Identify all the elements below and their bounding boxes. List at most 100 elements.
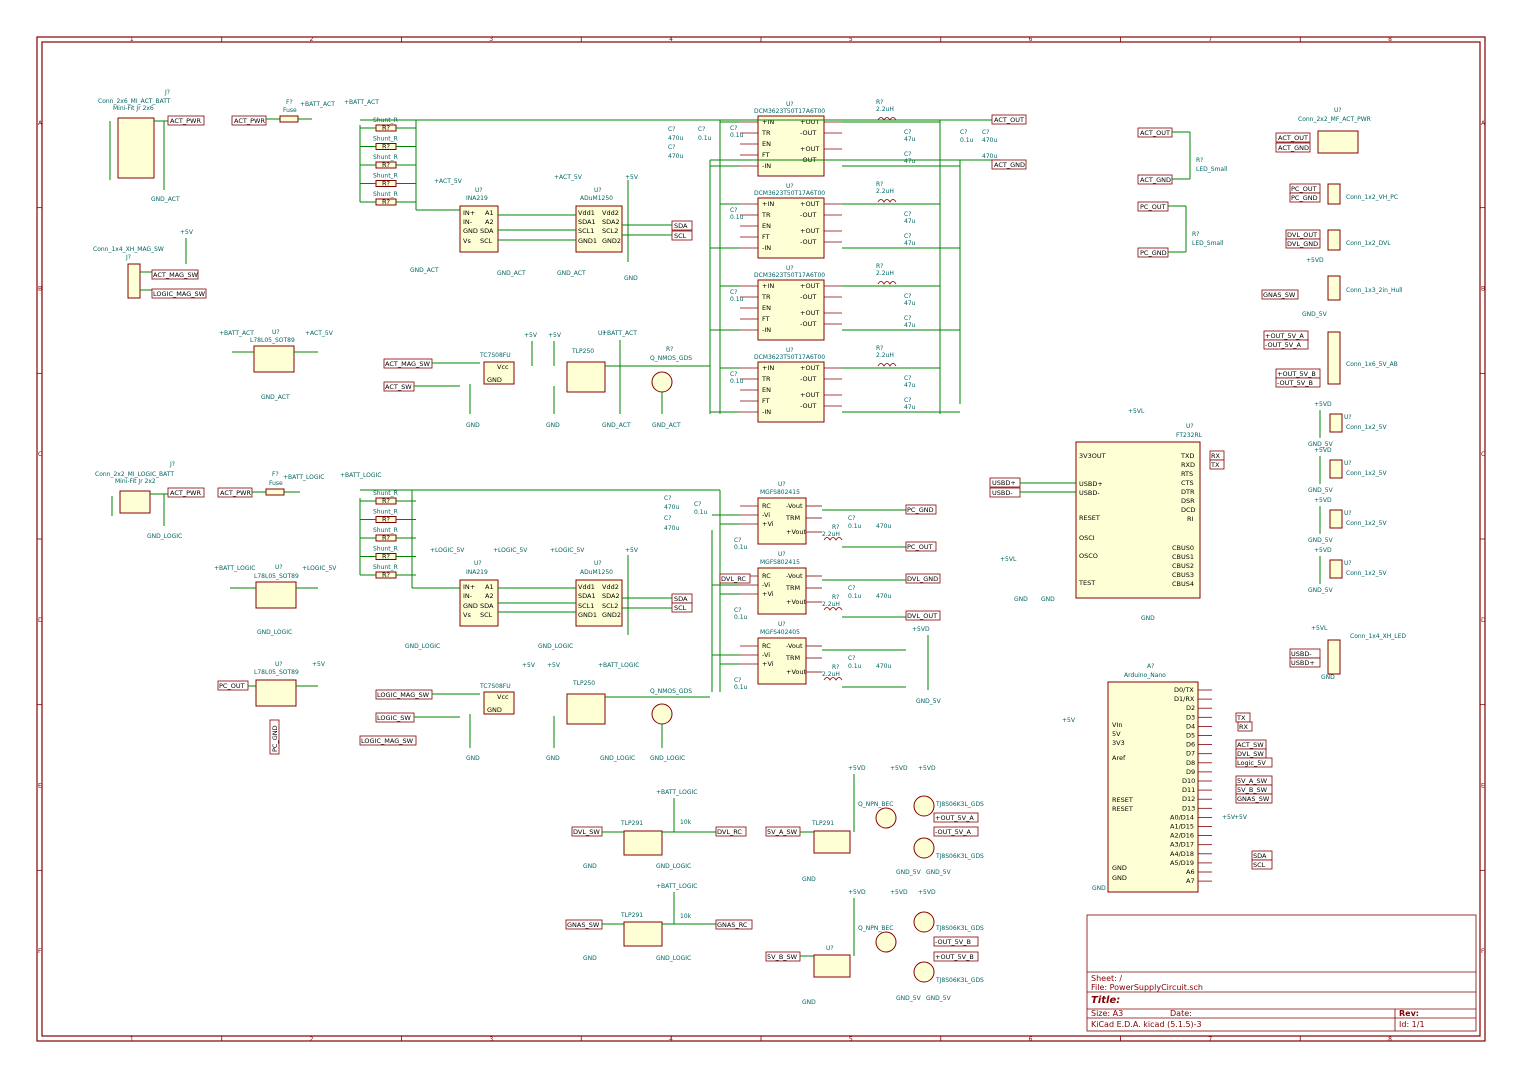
- mgfs-converter: [757, 637, 807, 685]
- cap-value: 47u: [904, 322, 916, 329]
- svg-text:DCD: DCD: [1181, 506, 1196, 514]
- grid-col-label-bottom: 4: [669, 1036, 673, 1043]
- cap-value: 47u: [904, 136, 916, 143]
- svg-text:Conn_1x2_VH_PC: Conn_1x2_VH_PC: [1346, 194, 1398, 201]
- cap-value: 0.1u: [734, 544, 748, 551]
- svg-text:LOGIC_MAG_SW: LOGIC_MAG_SW: [361, 737, 414, 745]
- svg-text:USBD+: USBD+: [992, 479, 1016, 487]
- svg-text:470u: 470u: [664, 525, 679, 532]
- svg-text:+BATT_ACT: +BATT_ACT: [300, 101, 335, 108]
- svg-text:GND_LOGIC: GND_LOGIC: [147, 533, 182, 540]
- svg-text:SDA1: SDA1: [578, 592, 596, 600]
- title-date: Date:: [1170, 1009, 1192, 1018]
- conn-1x2: [1329, 413, 1343, 433]
- conn-1x2: [1329, 509, 1343, 529]
- svg-text:+5V: +5V: [312, 661, 326, 668]
- mgfs-pin-right: TRM: [785, 584, 800, 592]
- svg-text:GND_LOGIC: GND_LOGIC: [405, 643, 440, 650]
- svg-text:U?: U?: [594, 560, 602, 567]
- svg-text:SDA2: SDA2: [602, 218, 620, 226]
- svg-text:U?: U?: [598, 330, 606, 337]
- l-value: 2.2uH: [876, 352, 894, 359]
- l-ref: R?: [876, 99, 883, 106]
- grid-col-label-top: 8: [1388, 36, 1392, 43]
- svg-text:U?: U?: [272, 329, 280, 336]
- svg-text:U?: U?: [826, 945, 834, 952]
- svg-text:TXD: TXD: [1180, 452, 1194, 460]
- l-ref: R?: [876, 181, 883, 188]
- svg-text:GND: GND: [624, 275, 638, 282]
- dcm-converter: [757, 361, 825, 423]
- nano-pin-label: D7: [1186, 750, 1195, 758]
- svg-text:+LOGIC_5V: +LOGIC_5V: [302, 565, 337, 572]
- svg-text:GND2: GND2: [602, 611, 621, 619]
- svg-text:GND: GND: [466, 422, 480, 429]
- svg-text:L78L05_SOT89: L78L05_SOT89: [254, 669, 299, 676]
- svg-text:L78L05_SOT89: L78L05_SOT89: [250, 337, 295, 344]
- cap-value: 47u: [904, 158, 916, 165]
- cap-value: 47u: [904, 404, 916, 411]
- svg-text:R?: R?: [1196, 157, 1203, 164]
- inductor: [823, 677, 843, 681]
- svg-text:470u: 470u: [668, 135, 683, 142]
- cap-value: 0.1u: [730, 378, 744, 385]
- svg-text:ACT_OUT: ACT_OUT: [1140, 129, 1170, 137]
- svg-text:+5V: +5V: [180, 229, 194, 236]
- dcm-pin-left: FT: [762, 397, 770, 405]
- inductor: [877, 117, 897, 121]
- cap-value: 0.1u: [848, 593, 862, 600]
- nano-pin-label: A7: [1186, 877, 1195, 885]
- l-value: 2.2uH: [822, 671, 840, 678]
- inductor: [877, 281, 897, 285]
- switch-5v-a: +5VD 5V_A_SW TLP291 GND Q_NPN_BEC +5VD +…: [765, 765, 984, 883]
- dcm-converter: [757, 115, 825, 177]
- svg-text:+BATT_LOGIC: +BATT_LOGIC: [340, 472, 381, 479]
- mgfs-pin-right: TRM: [785, 654, 800, 662]
- svg-text:C?: C?: [664, 515, 671, 522]
- title-tool: KiCad E.D.A. kicad (5.1.5)-3: [1091, 1020, 1202, 1029]
- dcm-pin-left: +IN: [762, 282, 774, 290]
- shunt-ref: R?: [382, 161, 390, 169]
- svg-text:C?: C?: [982, 129, 989, 136]
- svg-text:GND: GND: [583, 955, 597, 962]
- svg-text:PC_GND: PC_GND: [907, 506, 934, 514]
- svg-text:CBUS4: CBUS4: [1172, 580, 1194, 588]
- svg-text:+BATT_ACT: +BATT_ACT: [344, 99, 379, 106]
- dcm-pin-left: TR: [761, 293, 771, 301]
- svg-text:+OUT_5V_A: +OUT_5V_A: [935, 814, 974, 822]
- cap-value: 0.1u: [734, 684, 748, 691]
- svg-text:PC_GND: PC_GND: [1291, 194, 1318, 202]
- cap-ref: C?: [904, 397, 911, 404]
- inductor: [877, 363, 897, 367]
- svg-text:GND_5V: GND_5V: [916, 698, 942, 705]
- svg-text:IN+: IN+: [463, 583, 475, 591]
- svg-text:GND_5V: GND_5V: [896, 995, 922, 1002]
- svg-text:PC_GND: PC_GND: [1140, 249, 1167, 257]
- nano-pin-label: D8: [1186, 759, 1195, 767]
- svg-text:RX: RX: [1239, 723, 1249, 731]
- svg-text:+5V: +5V: [547, 662, 561, 669]
- svg-text:Conn_2x2_MF_ACT_PWR: Conn_2x2_MF_ACT_PWR: [1298, 116, 1371, 123]
- svg-text:GND_5V: GND_5V: [896, 869, 922, 876]
- svg-text:U?: U?: [474, 560, 482, 567]
- dcm-pin-right: +OUT: [800, 200, 819, 208]
- cap-value: 0.1u: [734, 614, 748, 621]
- svg-text:5V: 5V: [1112, 730, 1121, 738]
- svg-text:A2: A2: [485, 218, 494, 226]
- grid-row-label-left: F: [38, 948, 42, 955]
- cap-ref: C?: [904, 151, 911, 158]
- nano-pin-label: D6: [1186, 741, 1195, 749]
- shunt-label: Shunt_R: [373, 564, 398, 571]
- l-ref: R?: [832, 664, 839, 671]
- mgfs-converter: [757, 567, 807, 615]
- svg-text:RX: RX: [1211, 452, 1221, 460]
- svg-text:GND_ACT: GND_ACT: [652, 422, 681, 429]
- arduino-nano: A? Arduino_Nano VIn 5V 3V3 Aref RESET RE…: [1062, 663, 1273, 893]
- grid-col-label-bottom: 7: [1208, 1036, 1212, 1043]
- svg-text:GND: GND: [1141, 615, 1155, 622]
- svg-text:ACT_MAG_SW: ACT_MAG_SW: [153, 271, 198, 279]
- cap-value: 47u: [904, 218, 916, 225]
- regulator-act-5v: +BATT_ACT +ACT_5V U? L78L05_SOT89 GND_AC…: [219, 329, 334, 401]
- svg-text:GNAS_SW: GNAS_SW: [567, 921, 600, 929]
- svg-text:USBD-: USBD-: [992, 489, 1013, 497]
